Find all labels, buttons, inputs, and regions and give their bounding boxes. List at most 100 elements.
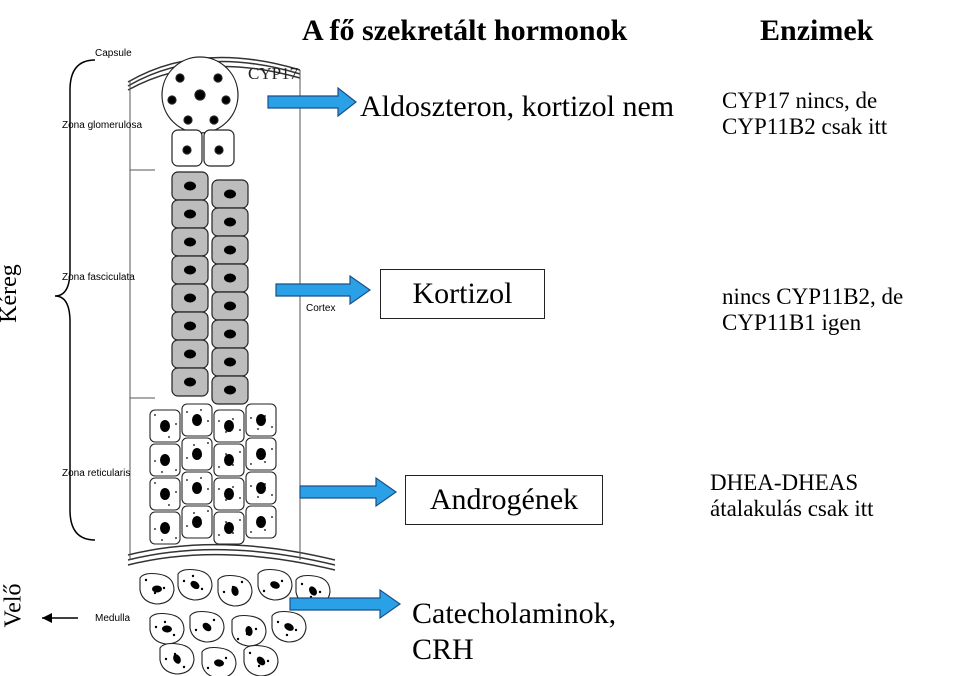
- cell-granule: [218, 420, 220, 422]
- cell-granule: [175, 491, 177, 493]
- cell-granule: [225, 521, 227, 523]
- cyp17-label: CYP17: [248, 64, 299, 83]
- enzyme-row-2: nincs CYP11B2, de CYP11B1 igen: [722, 284, 903, 336]
- cell-granule: [206, 666, 210, 670]
- cell-granule: [168, 526, 170, 528]
- cell-granule: [300, 582, 304, 586]
- cell-granule: [239, 497, 241, 499]
- cell-granule: [232, 486, 234, 488]
- cell-granule: [207, 420, 209, 422]
- cell-granule: [239, 429, 241, 431]
- cell-nucleus: [160, 522, 170, 534]
- cell-granule: [250, 463, 252, 465]
- cell-granule: [276, 620, 280, 624]
- cell-granule: [266, 659, 270, 663]
- cell-granule: [154, 414, 156, 416]
- cell-nucleus: [224, 245, 236, 255]
- cell-granule: [257, 518, 259, 520]
- medulla-hu-label: Velő: [0, 583, 27, 628]
- cell-nucleus: [256, 448, 266, 460]
- cell-granule: [154, 460, 156, 462]
- cell-granule: [154, 625, 158, 629]
- cell-granule: [153, 591, 157, 595]
- cell-granule: [232, 464, 234, 466]
- cell-nucleus: [224, 420, 234, 432]
- cell-granule: [168, 504, 170, 506]
- hormone-row-3: Androgének: [429, 483, 579, 516]
- cell-nucleus: [184, 237, 196, 247]
- medulla-cells: [139, 568, 331, 676]
- enzyme-row-1: CYP17 nincs, de CYP11B2 csak itt: [722, 88, 887, 140]
- cell-granule: [231, 585, 235, 589]
- cell-nucleus: [173, 654, 181, 664]
- cell-granule: [200, 523, 202, 525]
- enzyme-row-2-line-1: nincs CYP11B2, de: [722, 284, 904, 309]
- cell-nucleus: [160, 420, 170, 432]
- cell-granule: [154, 482, 156, 484]
- cell-nucleus: [192, 516, 202, 528]
- cell-granule: [154, 528, 156, 530]
- cortex-brace: [54, 59, 96, 541]
- zona-fasciculata-label: Zona fasciculata: [62, 272, 135, 283]
- cell-granule: [194, 628, 198, 632]
- cell-granule: [271, 584, 275, 588]
- cell-nucleus: [190, 580, 200, 590]
- cell-granule: [264, 461, 266, 463]
- cell-granule: [161, 471, 163, 473]
- cell-granule: [186, 479, 188, 481]
- cell-nucleus: [224, 329, 236, 339]
- cell-nucleus: [184, 293, 196, 303]
- cell-granule: [175, 469, 177, 471]
- cell-granule: [144, 578, 148, 582]
- cell-granule: [218, 488, 220, 490]
- cell-granule: [173, 652, 177, 656]
- cell-nucleus: [224, 273, 236, 283]
- cell-granule: [285, 633, 289, 637]
- cell-granule: [175, 537, 177, 539]
- cell-granule: [232, 418, 234, 420]
- cell-granule: [162, 586, 166, 590]
- enzyme-row-3: DHEA-DHEAS átalakulás csak itt: [710, 470, 874, 522]
- cell-granule: [168, 436, 170, 438]
- cell-granule: [225, 499, 227, 501]
- medulla-left-arrow: [42, 613, 78, 623]
- cell-granule: [264, 415, 266, 417]
- cell-nucleus: [224, 189, 236, 199]
- cell-granule: [280, 579, 284, 583]
- arrow-row-1: [267, 86, 357, 118]
- arrow-row-2: [275, 274, 372, 306]
- cell-granule: [239, 519, 241, 521]
- cell-granule: [264, 529, 266, 531]
- cell-granule: [193, 444, 195, 446]
- hormone-row-1: Aldoszteron, kortizol nem: [360, 90, 675, 123]
- hormone-row-2: Kortizol: [412, 277, 513, 310]
- cell-granule: [257, 428, 259, 430]
- arrow-row-4: [289, 588, 402, 620]
- enzyme-row-2-line-2: CYP11B1 igen: [722, 310, 862, 335]
- cell-nucleus: [192, 482, 202, 494]
- medulla-label: Medulla: [95, 613, 131, 624]
- cell-granule: [271, 426, 273, 428]
- cell-nucleus: [256, 414, 266, 426]
- cortex-hu-label: Kéreg: [0, 264, 22, 323]
- cell-granule: [294, 628, 298, 632]
- cell-granule: [161, 425, 163, 427]
- arrow-row-3: [299, 476, 398, 508]
- cell-granule: [207, 442, 209, 444]
- zona-glomerulosa-label: Zona glomerulosa: [62, 120, 143, 131]
- cell-granule: [212, 618, 216, 622]
- cell-granule: [193, 422, 195, 424]
- hormone-box-row-3: Androgének: [405, 475, 603, 525]
- enzyme-row-3-line-1: DHEA-DHEAS: [710, 470, 859, 495]
- cell-granule: [271, 448, 273, 450]
- cell-nucleus: [184, 321, 196, 331]
- cell-nucleus: [256, 516, 266, 528]
- cell-granule: [182, 665, 186, 669]
- cell-granule: [248, 651, 252, 655]
- cell-granule: [245, 632, 249, 636]
- cell-nucleus: [162, 625, 172, 633]
- cell-granule: [161, 493, 163, 495]
- cell-granule: [193, 512, 195, 514]
- cell-granule: [175, 423, 177, 425]
